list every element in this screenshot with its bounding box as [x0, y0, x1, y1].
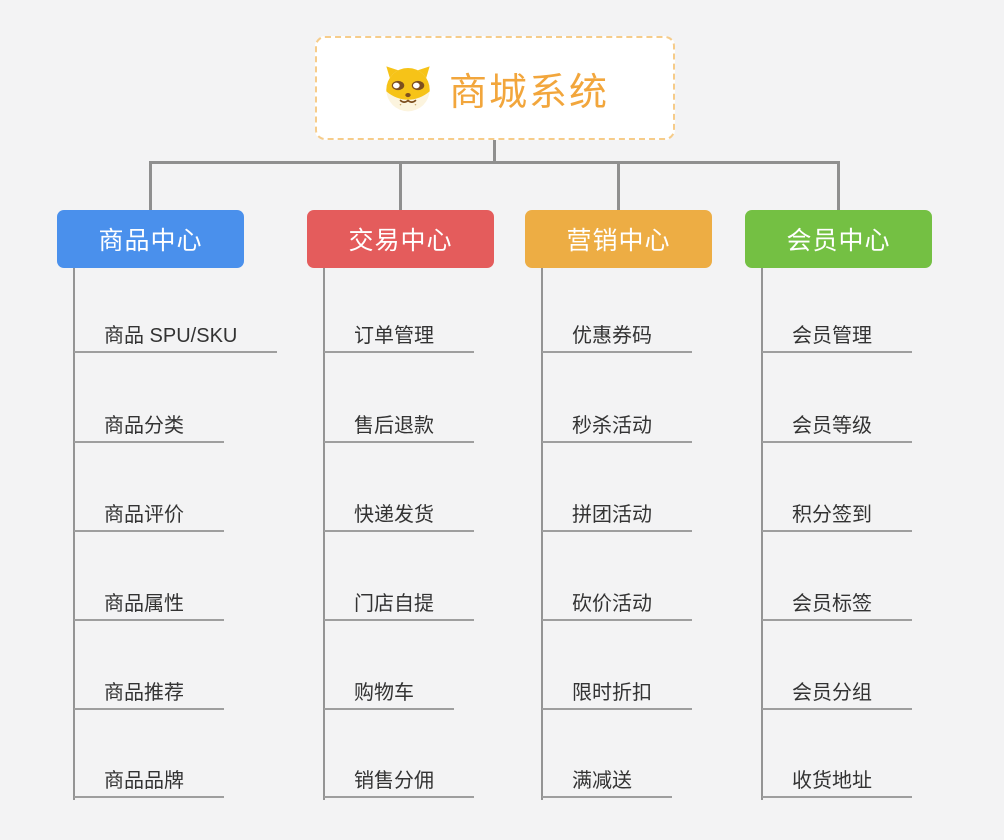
connector-column-line [541, 268, 543, 800]
leaf-node[interactable]: 拼团活动 [542, 500, 692, 532]
leaf-node[interactable]: 购物车 [324, 678, 454, 710]
leaf-node[interactable]: 会员标签 [762, 589, 912, 621]
leaf-node[interactable]: 收货地址 [762, 766, 912, 798]
leaf-node[interactable]: 商品分类 [74, 411, 224, 443]
leaf-node[interactable]: 砍价活动 [542, 589, 692, 621]
connector-column-line [761, 268, 763, 800]
connector-column-line [73, 268, 75, 800]
connector-branch-drop [837, 161, 840, 210]
leaf-node[interactable]: 限时折扣 [542, 678, 692, 710]
leaf-node[interactable]: 门店自提 [324, 589, 474, 621]
leaf-node[interactable]: 商品推荐 [74, 678, 224, 710]
root-node[interactable]: 商城系统 [315, 36, 675, 140]
leaf-node[interactable]: 积分签到 [762, 500, 912, 532]
connector-branch-drop [149, 161, 152, 210]
leaf-node[interactable]: 优惠券码 [542, 321, 692, 353]
branch-node-4[interactable]: 会员中心 [745, 210, 932, 268]
branch-node-3[interactable]: 营销中心 [525, 210, 712, 268]
leaf-node[interactable]: 销售分佣 [324, 766, 474, 798]
connector-root-drop [493, 140, 496, 163]
leaf-node[interactable]: 商品 SPU/SKU [74, 321, 278, 353]
connector-bus [149, 161, 840, 164]
branch-node-2[interactable]: 交易中心 [307, 210, 494, 268]
leaf-node[interactable]: 满减送 [542, 766, 672, 798]
leaf-node[interactable]: 商品属性 [74, 589, 224, 621]
dog-icon [381, 63, 435, 113]
leaf-node[interactable]: 商品评价 [74, 500, 224, 532]
leaf-node[interactable]: 订单管理 [324, 321, 474, 353]
root-title: 商城系统 [448, 71, 609, 114]
leaf-node[interactable]: 售后退款 [324, 411, 474, 443]
leaf-node[interactable]: 会员等级 [762, 411, 912, 443]
leaf-node[interactable]: 会员分组 [762, 678, 912, 710]
branch-node-1[interactable]: 商品中心 [57, 210, 244, 268]
connector-column-line [323, 268, 325, 800]
leaf-node[interactable]: 快递发货 [324, 500, 474, 532]
leaf-node[interactable]: 商品品牌 [74, 766, 224, 798]
leaf-node[interactable]: 会员管理 [762, 321, 912, 353]
connector-branch-drop [617, 161, 620, 210]
leaf-node[interactable]: 秒杀活动 [542, 411, 692, 443]
connector-branch-drop [399, 161, 402, 210]
